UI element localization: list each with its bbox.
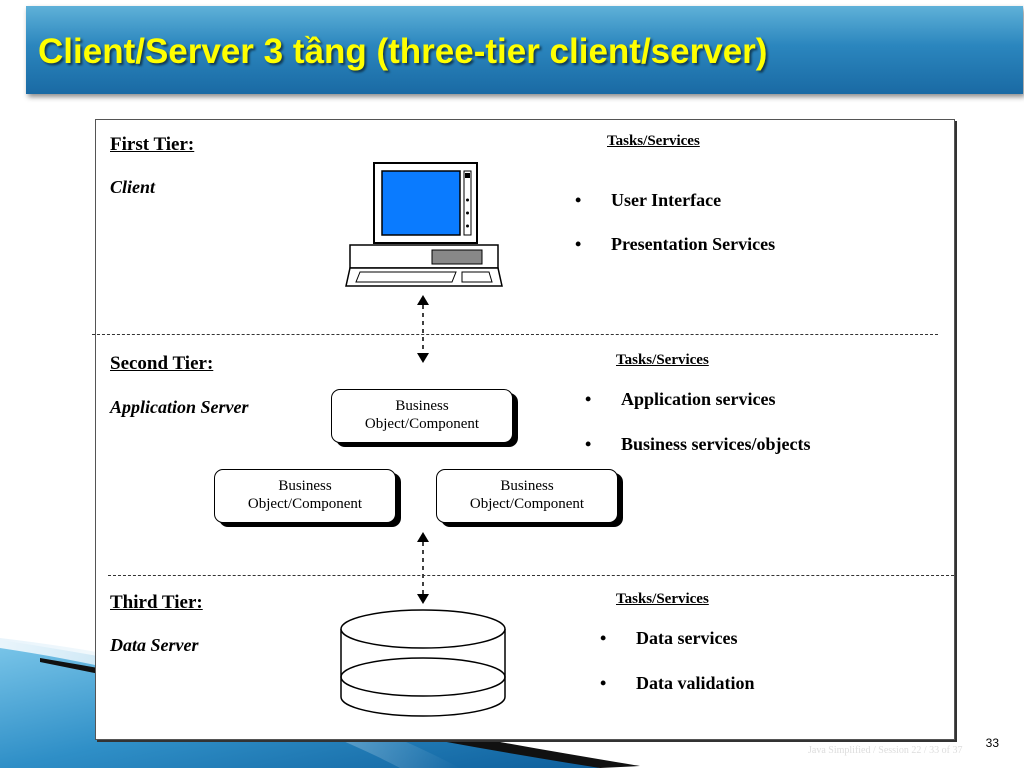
business-component-box: Business Object/Component: [436, 469, 618, 523]
tier-divider-2: [108, 575, 954, 576]
tier2-heading: Second Tier:: [110, 353, 214, 374]
tier-divider-1: [92, 334, 938, 335]
tier1-tasks-heading: Tasks/Services: [607, 133, 700, 149]
title-bar: Client/Server 3 tầng (three-tier client/…: [26, 6, 1023, 94]
client-computer-icon: [345, 162, 503, 287]
arrow-client-app: [417, 295, 429, 363]
tier1-heading: First Tier:: [110, 134, 195, 155]
tier2-role: Application Server: [110, 397, 249, 417]
tier3-role: Data Server: [110, 635, 199, 655]
footer-watermark: Java Simplified / Session 22 / 33 of 37: [808, 745, 963, 756]
tier2-task-1: •Application services: [585, 389, 776, 409]
tier3-task-2: •Data validation: [600, 673, 755, 693]
page-number: 33: [985, 736, 999, 750]
tier1-task-1: •User Interface: [575, 190, 722, 210]
tier1-task-2: •Presentation Services: [575, 234, 776, 254]
three-tier-diagram: First Tier: Client Tasks/Services •User …: [92, 119, 955, 740]
tier2-tasks-heading: Tasks/Services: [616, 352, 709, 368]
arrow-app-data: [417, 532, 429, 604]
database-cylinder-icon: [340, 609, 506, 717]
slide-title: Client/Server 3 tầng (three-tier client/…: [38, 32, 768, 71]
business-component-box: Business Object/Component: [214, 469, 396, 523]
tier3-task-1: •Data services: [600, 628, 738, 648]
tier2-task-2: •Business services/objects: [585, 434, 811, 454]
tier3-heading: Third Tier:: [110, 592, 203, 613]
tier3-tasks-heading: Tasks/Services: [616, 591, 709, 607]
tier1-role: Client: [110, 177, 156, 197]
business-component-box: Business Object/Component: [331, 389, 513, 443]
